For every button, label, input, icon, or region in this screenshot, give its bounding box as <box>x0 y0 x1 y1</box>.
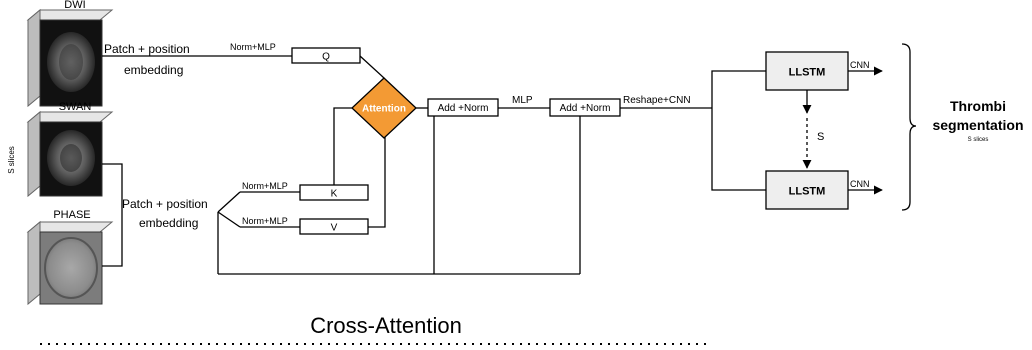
cross-attention-label: Cross-Attention <box>310 313 462 338</box>
branch-to-v <box>217 211 241 228</box>
patch-embedding-top-line2: embedding <box>124 63 183 77</box>
s-slices-side-label: S slices <box>7 146 16 174</box>
llstm-box-bottom <box>765 170 849 210</box>
s-label: S <box>817 131 824 143</box>
v-label: V <box>331 223 338 234</box>
mlp-label: MLP <box>512 95 533 106</box>
norm-mlp-q-label: Norm+MLP <box>230 42 276 52</box>
connector-v-attention <box>368 133 386 228</box>
cnn-label-top: CNN <box>850 60 870 70</box>
patch-embedding-top-line1: Patch + position <box>104 42 190 56</box>
norm-mlp-v-label: Norm+MLP <box>242 216 288 226</box>
patch-embedding-bottom-line2: embedding <box>139 216 198 230</box>
llstm-label-top: LLSTM <box>789 67 826 79</box>
attention-block <box>351 77 417 139</box>
output-title-line2: segmentation <box>932 117 1023 133</box>
attention-label: Attention <box>362 104 406 115</box>
phase-label: PHASE <box>53 209 90 221</box>
cnn-label-bottom: CNN <box>850 179 870 189</box>
bracket-swan-phase <box>102 163 123 267</box>
bracket-to-llstm <box>711 70 766 191</box>
connector-k-attention <box>333 107 361 185</box>
connector-q-attention <box>359 55 385 79</box>
add-norm-label-1: Add +Norm <box>438 103 489 114</box>
reshape-cnn-label: Reshape+CNN <box>623 95 691 106</box>
llstm-label-bottom: LLSTM <box>789 186 826 198</box>
branch-to-k <box>217 191 241 213</box>
q-box <box>291 47 361 64</box>
norm-mlp-k-label: Norm+MLP <box>242 181 288 191</box>
dwi-image-stack <box>26 8 114 108</box>
patch-embedding-bottom-line1: Patch + position <box>122 197 208 211</box>
phase-image-stack <box>26 220 114 306</box>
output-subtitle: S slices <box>968 137 989 143</box>
output-title-line1: Thrombi <box>950 98 1006 114</box>
dwi-label: DWI <box>64 0 85 11</box>
add-norm-label-2: Add +Norm <box>560 103 611 114</box>
output-brace <box>901 43 917 211</box>
k-label: K <box>331 189 338 200</box>
swan-image-stack <box>26 110 114 198</box>
q-label: Q <box>322 52 330 63</box>
swan-label: SWAN <box>59 101 92 113</box>
